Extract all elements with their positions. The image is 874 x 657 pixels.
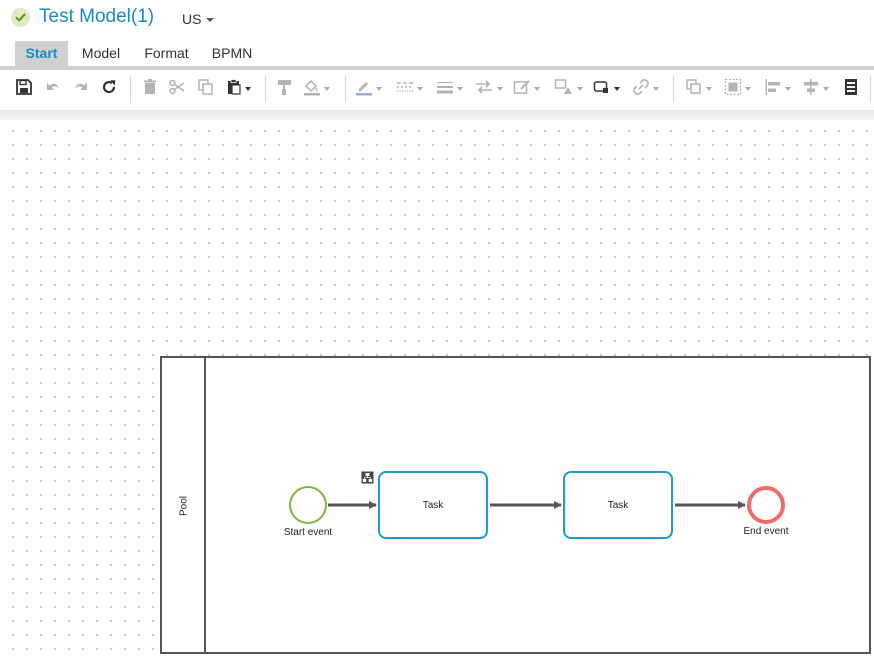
copy-icon [197, 78, 215, 101]
chevron-down-icon[interactable] [614, 87, 620, 91]
paste-icon [226, 78, 242, 101]
toolbar-divider [130, 76, 131, 103]
undo-button[interactable] [44, 78, 62, 100]
chevron-down-icon[interactable] [745, 87, 751, 91]
hierarchy-handle-icon[interactable] [361, 471, 374, 489]
toolbar-divider [265, 76, 266, 103]
model-title[interactable]: Test Model(1) [39, 6, 155, 27]
start-event-label: Start event [283, 527, 333, 538]
fill-color-button[interactable] [303, 78, 330, 100]
tab-model[interactable]: Model [81, 45, 121, 61]
chevron-down-icon[interactable] [653, 87, 659, 91]
format-painter-button[interactable] [276, 78, 294, 100]
refresh-button[interactable] [100, 78, 118, 100]
group-icon [724, 78, 742, 101]
end-event-label: End event [743, 526, 789, 537]
shadow-icon [593, 78, 611, 101]
line-style-button[interactable] [396, 78, 423, 100]
arrange-button[interactable] [685, 78, 712, 100]
chevron-down-icon[interactable] [823, 87, 829, 91]
distribute-icon [802, 78, 820, 101]
toolbar-divider [673, 76, 674, 103]
redo-button[interactable] [72, 78, 90, 100]
align-button[interactable] [764, 78, 791, 100]
save-icon [15, 78, 33, 101]
chevron-down-icon[interactable] [417, 87, 423, 91]
link-button[interactable] [632, 78, 659, 100]
shape-button[interactable] [554, 78, 583, 100]
toolbar-divider [870, 76, 871, 103]
refresh-icon [100, 78, 118, 101]
group-button[interactable] [724, 78, 751, 100]
redo-icon [72, 78, 90, 101]
chevron-down-icon[interactable] [534, 87, 540, 91]
saved-status-check-icon [11, 8, 30, 27]
properties-button[interactable] [843, 78, 859, 100]
task-2[interactable]: Task [563, 471, 673, 539]
ribbon-tabs: Start Model Format BPMN [0, 41, 874, 66]
chevron-down-icon[interactable] [577, 87, 583, 91]
connector-direction-button[interactable] [474, 78, 503, 100]
chevron-down-icon[interactable] [706, 87, 712, 91]
chevron-down-icon[interactable] [376, 87, 382, 91]
toolbar-divider [345, 76, 346, 103]
properties-icon [843, 78, 859, 101]
line-color-button[interactable] [355, 78, 382, 100]
distribute-button[interactable] [802, 78, 829, 100]
tab-bpmn[interactable]: BPMN [211, 45, 253, 61]
fill-color-icon [303, 78, 321, 101]
edit-style-icon [513, 78, 531, 101]
task-1[interactable]: Task [378, 471, 488, 539]
start-event[interactable] [289, 486, 327, 524]
tab-format[interactable]: Format [144, 45, 189, 61]
copy-button[interactable] [197, 78, 215, 100]
cut-icon [168, 78, 186, 101]
chevron-down-icon[interactable] [245, 87, 251, 91]
delete-button[interactable] [142, 78, 158, 100]
format-painter-icon [276, 78, 294, 101]
chevron-down-icon[interactable] [324, 87, 330, 91]
tab-divider [0, 66, 874, 70]
chevron-down-icon[interactable] [785, 87, 791, 91]
chevron-down-icon[interactable] [497, 87, 503, 91]
align-icon [764, 78, 782, 101]
shape-icon [554, 78, 574, 101]
edit-style-button[interactable] [513, 78, 540, 100]
connector-direction-icon [474, 78, 494, 101]
tab-start[interactable]: Start [15, 41, 68, 66]
language-select[interactable]: US [182, 11, 202, 27]
line-style-icon [396, 78, 414, 101]
arrange-icon [685, 78, 703, 101]
save-button[interactable] [15, 78, 33, 100]
line-width-icon [436, 78, 454, 101]
chevron-down-icon[interactable] [206, 18, 214, 22]
end-event[interactable] [747, 486, 785, 524]
paste-button[interactable] [226, 78, 251, 100]
undo-icon [44, 78, 62, 101]
task-1-label: Task [422, 499, 444, 511]
cut-button[interactable] [168, 78, 186, 100]
link-icon [632, 78, 650, 101]
title-bar: Test Model(1) US [0, 0, 874, 38]
line-color-icon [355, 78, 373, 101]
shadow-button[interactable] [593, 78, 620, 100]
pool-header[interactable]: Pool [162, 358, 206, 652]
canvas-ruler [0, 110, 874, 120]
chevron-down-icon[interactable] [457, 87, 463, 91]
delete-icon [142, 78, 158, 101]
task-2-label: Task [607, 499, 629, 511]
toolbar [0, 70, 874, 110]
line-width-button[interactable] [436, 78, 463, 100]
